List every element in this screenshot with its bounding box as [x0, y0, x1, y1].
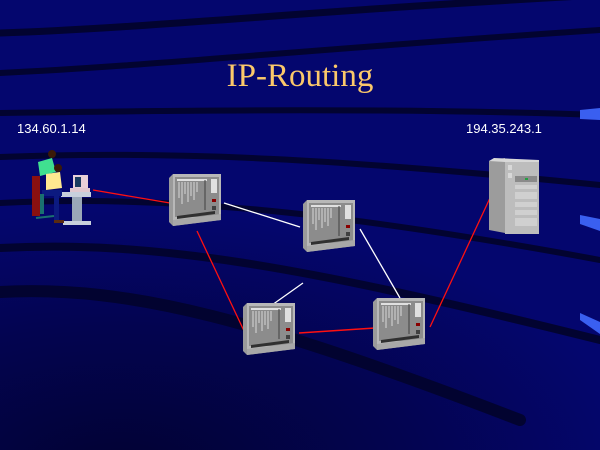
- background-band: [0, 107, 600, 118]
- edge-swoosh: [580, 108, 600, 120]
- edge-swoosh: [580, 313, 600, 334]
- client-workstation[interactable]: [32, 150, 91, 225]
- server-icon: [489, 158, 505, 233]
- desk-icon: [61, 192, 91, 197]
- background-band: [0, 285, 526, 426]
- link-router-1-router-2: [223, 202, 301, 228]
- router-3[interactable]: [242, 302, 296, 356]
- link-router-3-router-4: [298, 327, 376, 334]
- links: [92, 189, 491, 334]
- background-band: [0, 27, 600, 76]
- router-1[interactable]: [168, 173, 222, 227]
- link-router-2-router-3: [271, 282, 304, 306]
- slide-title: IP-Routing: [226, 58, 374, 94]
- link-client-router-1: [92, 189, 171, 204]
- person-icon: [48, 150, 56, 158]
- person-icon: [54, 164, 62, 172]
- server-ip-label: 194.35.243.1: [466, 121, 542, 136]
- router-2[interactable]: [302, 199, 356, 253]
- server-tower[interactable]: [489, 158, 539, 234]
- background-band: [0, 197, 600, 263]
- client-ip-label: 134.60.1.14: [17, 121, 86, 136]
- link-router-2-router-4: [359, 228, 401, 299]
- background-band: [0, 0, 573, 37]
- router-4[interactable]: [372, 297, 426, 351]
- link-router-1-router-3: [196, 230, 246, 334]
- edge-swoosh: [580, 215, 600, 231]
- background-band: [0, 242, 600, 344]
- link-router-4-server: [429, 197, 491, 328]
